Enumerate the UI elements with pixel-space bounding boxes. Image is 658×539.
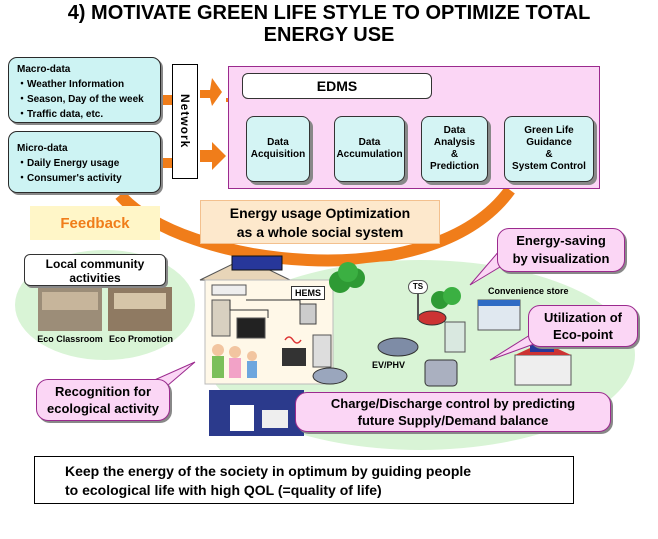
macro-data-item: Season, Day of the week (17, 90, 152, 105)
night-scene-icon (209, 390, 304, 436)
step-text: & (545, 149, 553, 160)
network-label: Network (178, 94, 192, 149)
step-text: Green Life (524, 125, 574, 136)
fridge-icon (211, 299, 231, 337)
step-text: System Control (512, 161, 586, 172)
battery-icon (312, 334, 332, 368)
step-text: Guidance (526, 137, 572, 148)
step-text: Prediction (430, 161, 479, 172)
solar-panel-icon (231, 255, 283, 271)
micro-data-heading: Micro-data (17, 143, 68, 154)
ts-label: TS (408, 280, 428, 294)
eco-point-callout: Utilization of Eco-point (528, 305, 638, 347)
aircon-icon (211, 284, 247, 296)
optimization-line: as a whole social system (236, 224, 404, 240)
summary-line: to ecological life with high QOL (=quali… (65, 482, 382, 498)
bus-icon (424, 359, 458, 387)
callout-line: future Supply/Demand balance (357, 413, 549, 428)
callout-line: ecological activity (47, 401, 159, 416)
callout-line: Recognition for (54, 384, 152, 399)
local-community-box: Local community activities (24, 254, 166, 286)
network-box: Network (172, 64, 198, 179)
energy-saving-callout: Energy-saving by visualization (497, 228, 625, 272)
step-text: & (450, 149, 459, 160)
recognition-callout: Recognition for ecological activity (36, 379, 170, 421)
optimization-line: Energy usage Optimization (229, 205, 411, 221)
page-title-line1: 4) MOTIVATE GREEN LIFE STYLE TO OPTIMIZE… (67, 2, 591, 24)
callout-line: Charge/Discharge control by predicting (330, 396, 576, 411)
eco-classroom-caption: Eco Classroom (37, 334, 103, 344)
callout-line: by visualization (512, 251, 610, 266)
eco-promotion-caption: Eco Promotion (108, 334, 173, 344)
community-line: activities (69, 271, 121, 285)
macro-data-heading: Macro-data (17, 64, 71, 75)
arrow-network-edms-top (200, 78, 222, 106)
macro-data-box: Macro-data Weather Information Season, D… (8, 57, 161, 123)
callout-line: Eco-point (553, 327, 613, 342)
hems-device-icon (299, 303, 317, 325)
macro-data-item: Traffic data, etc. (17, 105, 152, 120)
micro-data-item: Consumer's activity (17, 169, 152, 184)
optimization-box: Energy usage Optimization as a whole soc… (200, 200, 440, 244)
page-title-line2: ENERGY USE (263, 24, 395, 46)
feedback-label: Feedback (30, 206, 160, 240)
family-icon (212, 344, 224, 356)
edms-label: EDMS (242, 73, 432, 99)
callout-line: Energy-saving (516, 233, 606, 248)
summary-line: Keep the energy of the society in optimu… (65, 463, 472, 479)
micro-data-item: Daily Energy usage (17, 154, 152, 169)
step-text: Data (443, 125, 466, 136)
tv-icon (236, 317, 266, 339)
charger-icon (444, 321, 466, 353)
community-line: Local community (45, 257, 145, 271)
step-text: Data (358, 137, 381, 148)
ev-label: EV/PHV (372, 360, 406, 370)
red-car-icon (417, 310, 447, 326)
building-icon (514, 354, 572, 386)
ev-car-icon (377, 337, 419, 357)
convenience-store-label: Convenience store (488, 286, 569, 296)
arrow-network-edms-bottom (200, 142, 226, 170)
macro-data-item: Weather Information (17, 75, 152, 90)
hems-label: HEMS (291, 286, 325, 300)
pc-icon (282, 348, 306, 366)
summary-box: Keep the energy of the society in optimu… (34, 456, 574, 504)
car-icon (312, 367, 348, 385)
charge-discharge-callout: Charge/Discharge control by predicting f… (295, 392, 611, 432)
step-text: Data (267, 137, 289, 148)
step-text: Acquisition (250, 149, 306, 160)
step-text: Analysis (433, 137, 476, 148)
micro-data-box: Micro-data Daily Energy usage Consumer's… (8, 131, 161, 193)
step-text: Accumulation (336, 149, 403, 160)
callout-line: Utilization of (544, 310, 622, 325)
